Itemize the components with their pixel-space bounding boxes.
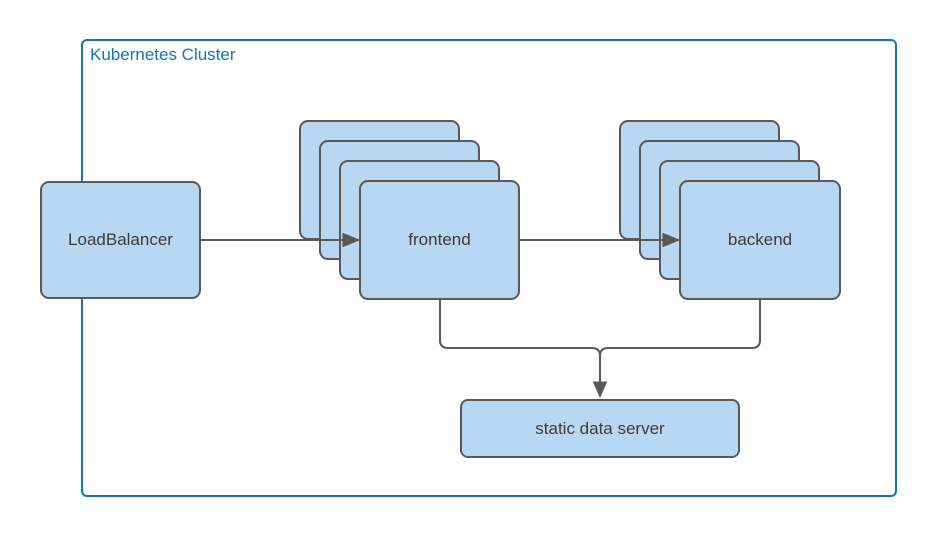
node-backend: backend	[679, 180, 841, 300]
node-load-balancer: LoadBalancer	[40, 181, 201, 299]
node-backend-label: backend	[727, 230, 793, 249]
node-load-balancer-label: LoadBalancer	[68, 230, 173, 249]
node-frontend: frontend	[359, 180, 520, 300]
node-frontend-label: frontend	[408, 230, 471, 249]
cluster-label: Kubernetes Cluster	[90, 45, 236, 64]
node-static-data-server: static data server	[460, 399, 740, 458]
node-static-data-server-label: static data server	[535, 418, 665, 438]
